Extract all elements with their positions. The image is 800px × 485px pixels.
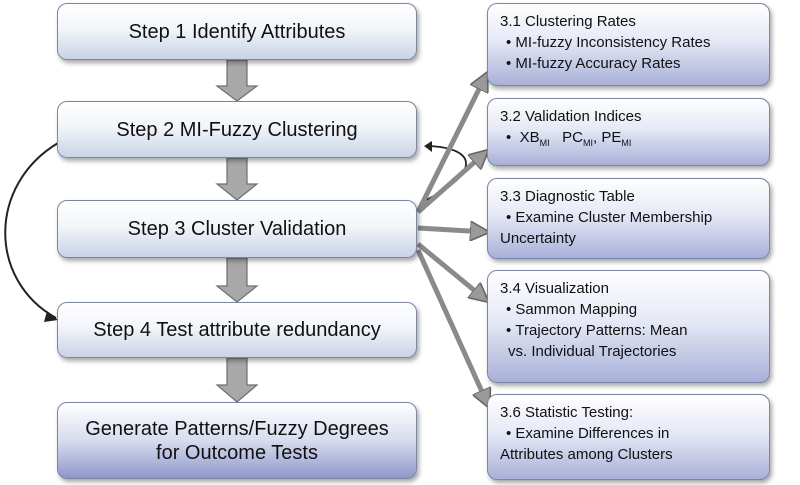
substep-3-4-box: 3.4 Visualization Sammon Mapping Traject…: [487, 270, 770, 383]
index-xb: XBMI: [519, 129, 550, 148]
loop-arrow-step2-to-step4: [4, 142, 59, 319]
down-arrow-4-final: [215, 357, 259, 403]
step-4-label: Step 4 Test attribute redundancy: [93, 319, 381, 341]
fan-arrows: [415, 75, 488, 405]
substep-3-6-continuation: Attributes among Clusters: [500, 446, 673, 463]
substep-3-6-box: 3.6 Statistic Testing: Examine Differenc…: [487, 394, 770, 480]
step-4-box: Step 4 Test attribute redundancy: [57, 302, 417, 358]
loop-arrowhead: [44, 311, 58, 322]
substep-3-3-bullet-1: Examine Cluster Membership: [500, 207, 759, 228]
substep-3-4-bullet-1: Sammon Mapping: [500, 299, 759, 320]
substep-3-1-title: 3.1 Clustering Rates: [500, 13, 636, 30]
step-3-label: Step 3 Cluster Validation: [127, 218, 347, 240]
substep-3-3-continuation: Uncertainty: [500, 230, 576, 247]
index-pc: PCMI: [562, 129, 593, 148]
final-step-box: Generate Patterns/Fuzzy Degrees for Outc…: [57, 402, 417, 479]
substep-3-3-title: 3.3 Diagnostic Table: [500, 188, 635, 205]
final-step-line-2: for Outcome Tests: [156, 441, 318, 464]
down-arrow-1-2: [215, 59, 259, 102]
substep-3-3-box: 3.3 Diagnostic Table Examine Cluster Mem…: [487, 178, 770, 259]
down-arrow-2-3: [215, 157, 259, 201]
step-1-label: Step 1 Identify Attributes: [128, 20, 346, 43]
index-pe: PEMI: [601, 129, 632, 148]
substep-3-2-box: 3.2 Validation Indices XBMI PCMI, PEMI: [487, 98, 770, 166]
substep-3-4-bullet-2: Trajectory Patterns: Mean: [500, 320, 759, 341]
substep-3-1-box: 3.1 Clustering Rates MI-fuzzy Inconsiste…: [487, 3, 770, 86]
substep-3-1-bullet-1: MI-fuzzy Inconsistency Rates: [500, 32, 759, 53]
substep-3-4-continuation: vs. Individual Trajectories: [508, 343, 677, 360]
step-2-label: Step 2 MI-Fuzzy Clustering: [116, 118, 358, 141]
substep-3-2-indices: XBMI PCMI, PEMI: [500, 127, 759, 154]
arc-arrowhead: [424, 141, 432, 152]
final-step-line-1: Generate Patterns/Fuzzy Degrees: [85, 417, 389, 440]
step-1-box: Step 1 Identify Attributes: [57, 3, 417, 60]
substep-3-6-title: 3.6 Statistic Testing:: [500, 404, 634, 421]
substep-3-1-bullet-2: MI-fuzzy Accuracy Rates: [500, 53, 759, 74]
substep-3-4-title: 3.4 Visualization: [500, 280, 609, 297]
step-2-box: Step 2 MI-Fuzzy Clustering: [57, 101, 417, 158]
down-arrow-3-4: [215, 257, 259, 303]
substep-3-6-bullet-1: Examine Differences in: [500, 423, 759, 444]
step-3-box: Step 3 Cluster Validation: [57, 200, 417, 258]
substep-3-2-title: 3.2 Validation Indices: [500, 108, 642, 125]
